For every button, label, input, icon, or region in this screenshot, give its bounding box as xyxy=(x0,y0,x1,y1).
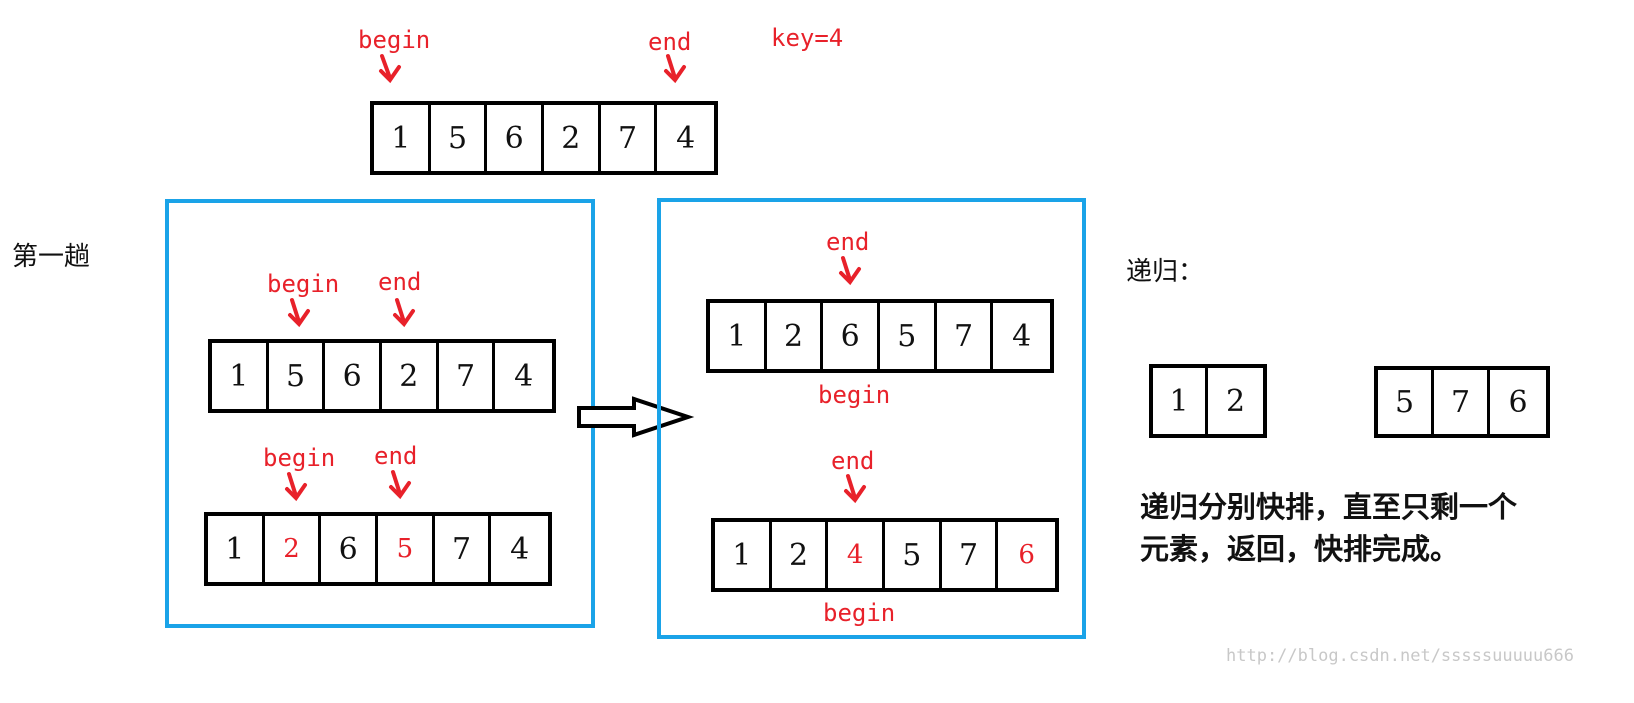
pass-label: 第一趟 xyxy=(12,242,91,272)
array-cell: 1 xyxy=(710,303,767,369)
array-cell: 4 xyxy=(828,522,886,588)
array-cell: 6 xyxy=(1018,540,1035,570)
left-row2-end-arrow-icon xyxy=(389,470,411,500)
array-cell: 6 xyxy=(823,303,881,369)
left-row1-begin-label: begin xyxy=(267,270,340,298)
array-cell: 5 xyxy=(880,303,937,369)
array-cell: 4 xyxy=(676,120,696,156)
array-cell: 7 xyxy=(1434,370,1491,434)
array-cell: 5 xyxy=(1378,370,1435,434)
top-begin-label: begin xyxy=(358,26,431,54)
right-row1-end-arrow-icon xyxy=(839,256,861,286)
left-row1-begin-arrow-icon xyxy=(288,298,310,328)
recursion-title: 递归： xyxy=(1126,257,1205,287)
right-row2-end-arrow-icon xyxy=(844,474,866,504)
array-cell: 7 xyxy=(439,343,496,409)
array-cell: 1 xyxy=(715,522,772,588)
array-cell: 1 xyxy=(374,105,431,171)
array-cell: 6 xyxy=(487,105,545,171)
top-begin-arrow-icon xyxy=(379,54,401,84)
array-cell: 2 xyxy=(265,516,322,582)
left-row1-end-arrow-icon xyxy=(393,298,415,328)
top-end-label: end xyxy=(648,28,692,56)
array-cell: 2 xyxy=(382,343,439,409)
array-cell: 4 xyxy=(1012,318,1032,354)
left-row2-begin-label: begin xyxy=(263,444,336,472)
array-cell: 5 xyxy=(431,105,488,171)
array-cell: 6 xyxy=(1508,384,1528,420)
array-cell: 2 xyxy=(767,303,824,369)
array-cell: 4 xyxy=(514,358,534,394)
array-cell: 6 xyxy=(325,343,383,409)
array-cell: 1 xyxy=(212,343,269,409)
key-label: key=4 xyxy=(771,24,844,52)
array-cell: 2 xyxy=(544,105,601,171)
array-cell: 7 xyxy=(942,522,999,588)
first-pass-box-right xyxy=(657,198,1086,639)
array-cell: 2 xyxy=(1225,383,1246,419)
array-cell: 1 xyxy=(1153,368,1209,434)
array-cell: 4 xyxy=(510,531,530,567)
watermark: http://blog.csdn.net/sssssuuuuu666 xyxy=(1226,646,1574,666)
array-cell: 5 xyxy=(885,522,942,588)
right-row2-end-label: end xyxy=(831,447,875,475)
array-cell: 6 xyxy=(321,516,379,582)
recursion-description-line2: 元素，返回，快排完成。 xyxy=(1140,532,1460,566)
left-row1-end-label: end xyxy=(378,268,422,296)
array-cell: 5 xyxy=(378,516,435,582)
recursion-description-line1: 递归分别快排，直至只剩一个 xyxy=(1140,490,1518,524)
array-cell: 5 xyxy=(269,343,326,409)
array-cell: 7 xyxy=(601,105,658,171)
top-end-arrow-icon xyxy=(664,54,686,84)
right-row2-begin-label: begin xyxy=(823,599,896,627)
array-cell: 7 xyxy=(435,516,492,582)
array-cell: 1 xyxy=(208,516,265,582)
left-row2-end-label: end xyxy=(374,442,418,470)
array-cell: 7 xyxy=(937,303,994,369)
left-row2-begin-arrow-icon xyxy=(285,472,307,502)
right-row1-end-label: end xyxy=(826,228,870,256)
right-row1-begin-label: begin xyxy=(818,381,891,409)
array-cell: 2 xyxy=(772,522,829,588)
